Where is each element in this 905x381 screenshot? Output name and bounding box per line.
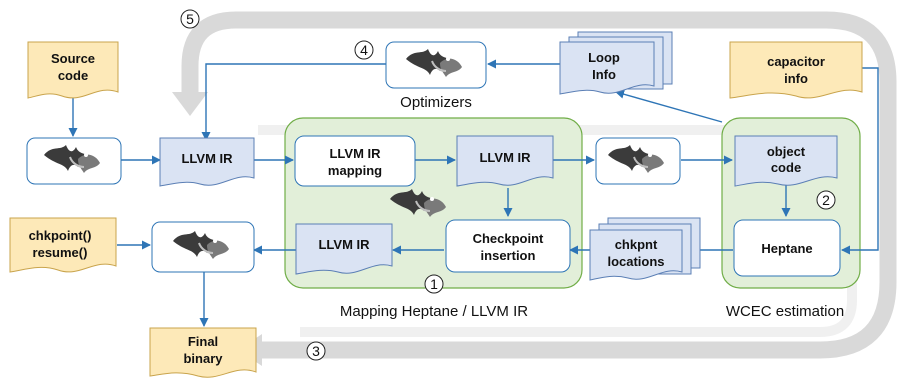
step-3-marker [306,341,326,361]
runtime-functions-line2: resume() [33,245,88,260]
source-code-line1: Source [51,51,95,66]
llvm-ir-mapping-box [294,135,416,187]
step-5-label: 5 [186,11,194,27]
capacitor-info-line1: capacitor [767,54,825,69]
chkpnt-locations-doc [589,229,683,281]
llvm-ir-checkpointed-doc [295,223,393,275]
checkpoint-insertion-line2: insertion [481,248,536,263]
final-binary-line1: Final [188,334,218,349]
llvm-ir-checkpointed-label: LLVM IR [318,237,370,252]
step-2-marker [816,190,836,210]
heptane-box [733,219,841,277]
chkpnt-locations-line1: chkpnt [615,237,658,252]
object-code-doc [734,135,838,187]
step-4-label: 4 [360,42,368,58]
loop-info-line1: Loop [588,50,620,65]
capacitor-info-doc [729,41,863,99]
llvm-ir-mapped-doc [456,135,554,187]
object-code-line1: object [767,144,806,159]
loop-info-doc [559,41,655,95]
checkpoint-insertion-box [445,219,571,273]
llvm-ir-mapping-line1: LLVM IR [329,146,381,161]
wcec-region-caption: WCEC estimation [726,303,844,320]
mapping-region-caption: Mapping Heptane / LLVM IR [340,303,528,320]
checkpoint-insertion-line1: Checkpoint [473,231,544,246]
runtime-functions-line1: chkpoint() [29,228,92,243]
llvm-ir-mapped-label: LLVM IR [479,150,531,165]
feedback-loop-arrow [181,11,897,359]
step-3-label: 3 [312,343,320,359]
loop-info-line2: Info [592,67,616,82]
final-binary-doc [149,327,257,378]
capacitor-info-line2: info [784,71,808,86]
source-code-line2: code [58,68,88,83]
feedback-loop-arrowhead-top [172,92,208,116]
step-5-marker [180,9,200,29]
arrow-wcec-to-loopinfo [615,89,723,123]
chkpnt-locations-line2: locations [607,254,664,269]
arrow-optimizers-to-ir [201,63,386,141]
llvm-ir-mapping-line2: mapping [328,163,382,178]
step-4-marker [354,40,374,60]
source-code-doc [27,41,119,99]
step-2-label: 2 [822,192,830,208]
step-1-label: 1 [430,276,438,292]
object-code-line2: code [771,160,801,175]
optimizers-label: Optimizers [400,94,472,111]
llvm-ir-main-doc [159,137,255,187]
final-binary-line2: binary [183,351,223,366]
llvm-ir-main-label: LLVM IR [181,151,233,166]
arrow-capacitor-to-heptane [841,67,879,255]
step-1-marker [424,274,444,294]
heptane-label: Heptane [761,241,812,256]
runtime-functions-doc [9,217,117,273]
